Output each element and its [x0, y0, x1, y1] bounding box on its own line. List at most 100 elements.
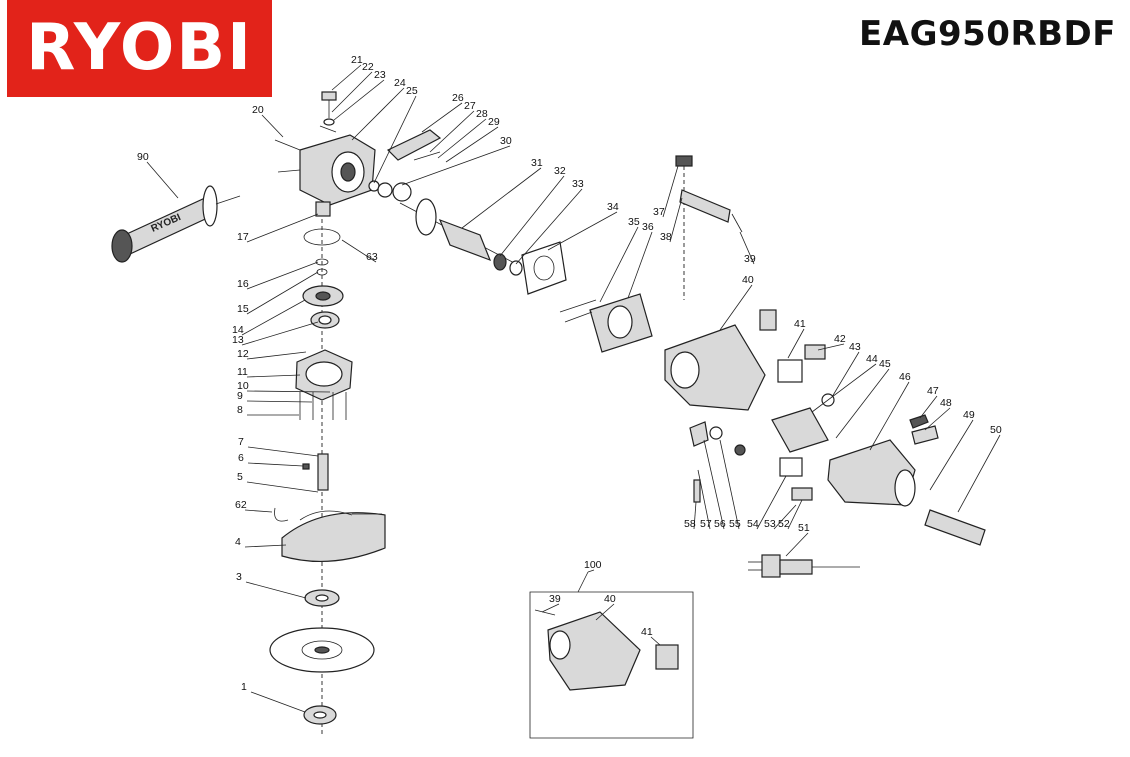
- callout-57: 57: [700, 518, 712, 530]
- leader-line-53: [773, 504, 797, 530]
- leader-line-100: [587, 569, 595, 573]
- leader-line-54: [756, 475, 787, 530]
- leader-line-20: [261, 114, 284, 138]
- callout-51: 51: [798, 522, 810, 534]
- callout-29: 29: [488, 116, 500, 128]
- leader-line-62: [244, 509, 273, 513]
- inner-flange-part: [304, 589, 340, 607]
- callout-48: 48: [940, 397, 952, 409]
- leader-line-32: [499, 175, 565, 257]
- leader-line-3: [245, 581, 307, 599]
- rear-housing-part: [827, 439, 916, 507]
- cord-guard-part: [924, 509, 986, 546]
- leader-line-39-inset: [541, 603, 560, 613]
- leader-line-17: [246, 213, 319, 243]
- callout-7: 7: [238, 436, 244, 448]
- callout-54: 54: [747, 518, 759, 530]
- leader-line-13: [241, 321, 319, 346]
- leader-line-11: [246, 374, 301, 378]
- leader-line-31: [461, 167, 542, 229]
- spindle-lock-part: [321, 91, 337, 126]
- leader-line-36: [627, 231, 653, 299]
- leader-line-44: [811, 363, 877, 413]
- callout-43: 43: [849, 341, 861, 353]
- leader-line-34: [547, 211, 618, 251]
- callout-34: 34: [607, 201, 619, 213]
- brand-wordmark: RYOBI: [26, 11, 253, 85]
- callout-45: 45: [879, 358, 891, 370]
- leader-line-23: [333, 79, 385, 121]
- leader-line-57: [697, 469, 711, 530]
- callout-90: 90: [137, 151, 149, 163]
- leader-line-21: [331, 64, 362, 91]
- callout-25: 25: [406, 85, 418, 97]
- bearing-plate-part: [295, 349, 353, 420]
- leader-line-35: [599, 226, 639, 303]
- callout-37: 37: [653, 206, 665, 218]
- callout-35: 35: [628, 216, 640, 228]
- leader-line-15: [246, 271, 319, 315]
- callout-9: 9: [237, 390, 243, 402]
- callout-8: 8: [237, 404, 243, 416]
- leader-line-12: [246, 351, 307, 360]
- callout-21: 21: [351, 54, 363, 66]
- leader-line-30: [401, 145, 511, 186]
- gear-assembly-parts: [302, 201, 344, 329]
- leader-line-55: [719, 439, 740, 530]
- callout-58: 58: [684, 518, 696, 530]
- callout-55: 55: [729, 518, 741, 530]
- callout-5: 5: [237, 471, 243, 483]
- leader-line-22: [331, 71, 373, 113]
- leader-line-39: [739, 231, 755, 265]
- callout-33: 33: [572, 178, 584, 190]
- callout-56: 56: [714, 518, 726, 530]
- spindle-part: [302, 453, 329, 491]
- callout-16: 16: [237, 278, 249, 290]
- callout-24: 24: [394, 77, 406, 89]
- callout-50: 50: [990, 424, 1002, 436]
- leader-line-38: [669, 197, 683, 243]
- leader-line-47: [919, 395, 938, 419]
- callout-40-inset: 40: [604, 593, 616, 605]
- leader-line-51: [785, 532, 809, 557]
- callout-39-inset: 39: [549, 593, 561, 605]
- leader-line-24: [351, 87, 405, 141]
- leader-line-33: [515, 188, 583, 265]
- callout-26: 26: [452, 92, 464, 104]
- callout-30: 30: [500, 135, 512, 147]
- leader-line-28: [437, 118, 487, 159]
- callout-53: 53: [764, 518, 776, 530]
- brush-support-part: [709, 407, 829, 456]
- leader-line-9: [246, 400, 313, 403]
- callout-12: 12: [237, 348, 249, 360]
- leader-line-41: [787, 328, 805, 359]
- callout-20: 20: [252, 104, 264, 116]
- callout-49: 49: [963, 409, 975, 421]
- callout-36: 36: [642, 221, 654, 233]
- callout-23: 23: [374, 69, 386, 81]
- callout-62: 62: [235, 499, 247, 511]
- leader-line-26: [421, 102, 463, 133]
- leader-line-37: [662, 165, 679, 218]
- switch-parts-52-58: [689, 421, 813, 503]
- leader-line-10: [246, 390, 331, 393]
- leader-line-40: [719, 284, 753, 331]
- leader-line-63: [341, 239, 377, 263]
- stator-part: [559, 293, 653, 353]
- callout-47: 47: [927, 385, 939, 397]
- callout-39: 39: [744, 253, 756, 265]
- leader-line-4: [244, 544, 287, 548]
- leader-line-40-inset: [595, 603, 615, 621]
- lock-nut-part: [303, 705, 337, 725]
- callout-14: 14: [232, 324, 244, 336]
- leader-line-58: [693, 501, 697, 530]
- leader-line-43: [831, 351, 860, 398]
- callout-32: 32: [554, 165, 566, 177]
- callout-38: 38: [660, 231, 672, 243]
- switch-lever-part: [675, 155, 743, 300]
- callout-46: 46: [899, 371, 911, 383]
- callout-1: 1: [241, 681, 247, 693]
- leader-line-46: [869, 381, 910, 451]
- leader-line-14: [241, 299, 306, 336]
